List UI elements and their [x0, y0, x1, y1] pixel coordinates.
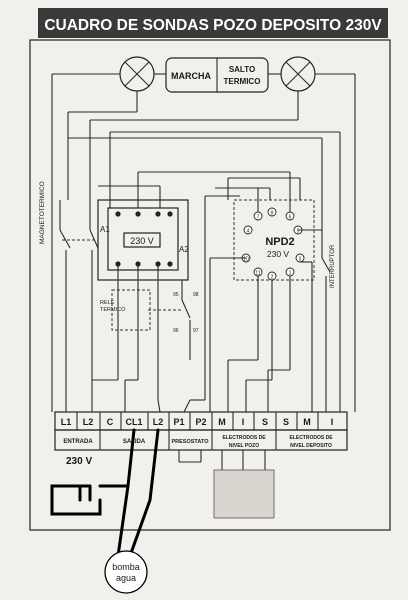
pump-label-2: agua: [116, 573, 136, 583]
terminal-l2-out: L2: [153, 417, 164, 427]
pump-label-1: bomba: [112, 562, 140, 572]
terminal-s-pozo-2: S: [283, 417, 289, 427]
lamp-right-icon: [280, 56, 316, 92]
terminal-i-deposito: I: [331, 417, 334, 427]
terminal-cells: [76, 412, 319, 430]
coil-voltage-box: [123, 232, 161, 248]
title-banner: [38, 8, 388, 38]
rele-label-1: RELE: [100, 300, 115, 306]
terminal-l2-in: L2: [83, 417, 94, 427]
thermal-relay-wires: [92, 264, 182, 413]
pump-wires: [50, 428, 160, 558]
terminal-l1: L1: [61, 417, 72, 427]
lamp-left-icon: [119, 56, 155, 92]
group-presostato: PRESOSTATO: [172, 439, 210, 445]
npd2-pin-2: 2: [271, 275, 274, 281]
pump-icon: [104, 550, 148, 594]
contactor-frame: [97, 199, 189, 281]
terminal-cl1: CL1: [125, 417, 142, 427]
marcha-label: MARCHA: [171, 71, 211, 81]
supply-voltage: 230 V: [66, 456, 92, 467]
aux-contact-icon: [181, 280, 191, 360]
coil-voltage: 230 V: [130, 236, 154, 246]
npd2-name: NPD2: [265, 236, 294, 248]
terminal-s-pozo: S: [262, 417, 268, 427]
npd2-pin-4: 4: [247, 229, 250, 235]
external-wiring: [178, 450, 275, 519]
npd2-pin-3: 3: [299, 257, 302, 263]
pin-95: 95: [173, 292, 179, 298]
rele-label-2: TERMICO: [100, 307, 126, 313]
electrode-tank: [213, 469, 275, 519]
terminal-i-pozo: I: [242, 417, 245, 427]
a1-label: A1: [100, 225, 110, 234]
terminal-m-deposito: M: [303, 417, 311, 427]
terminal-p2: P2: [195, 417, 206, 427]
npd2-module: [233, 199, 315, 281]
group-entrada: ENTRADA: [63, 439, 93, 445]
terminal-c: C: [107, 417, 114, 427]
wiring: [51, 73, 356, 412]
pin-98: 98: [193, 292, 199, 298]
interruptor-switch-icon: [321, 240, 331, 412]
group-pozo-2: NIVEL POZO: [229, 443, 259, 449]
group-deposito-2: NIVEL DEPOSITO: [290, 443, 332, 449]
npd2-pin-5: 5: [297, 229, 300, 235]
npd2-pin-11: 11: [255, 271, 260, 277]
magnetotermico-label: MAGNETOTERMICO: [39, 181, 46, 244]
terminal-m-pozo: M: [218, 417, 226, 427]
npd2-pin-10: 10: [243, 257, 249, 263]
a2-label: A2: [179, 245, 189, 254]
npd2-pin-7: 7: [257, 215, 260, 221]
pin-96: 96: [173, 328, 179, 334]
npd2-pin-1: 1: [289, 271, 292, 277]
npd2-pin-6: 6: [289, 215, 292, 221]
salto-label-1: SALTO: [229, 65, 255, 74]
terminal-p1: P1: [173, 417, 184, 427]
group-deposito-1: ELECTRODOS DE: [289, 435, 333, 441]
panel-frame: [29, 39, 391, 531]
npd2-wires: [183, 172, 322, 413]
breaker-switch-icon: [59, 200, 99, 412]
pin-97: 97: [193, 328, 199, 334]
contactor-body: [107, 207, 179, 271]
group-pozo-1: ELECTRODOS DE: [222, 435, 266, 441]
npd2-voltage: 230 V: [267, 249, 290, 259]
terminal-labels: L1 L2 C CL1 L2 P1 P2 M I S S M I: [61, 417, 334, 427]
interruptor-label: INTERRUPTOR: [330, 244, 336, 288]
group-salida: SALIDA: [123, 439, 146, 445]
diagram-title: CUADRO DE SONDAS POZO DEPOSITO 230V: [44, 17, 382, 34]
npd2-pin-8: 8: [271, 211, 274, 217]
salto-label-2: TERMICO: [224, 77, 261, 86]
